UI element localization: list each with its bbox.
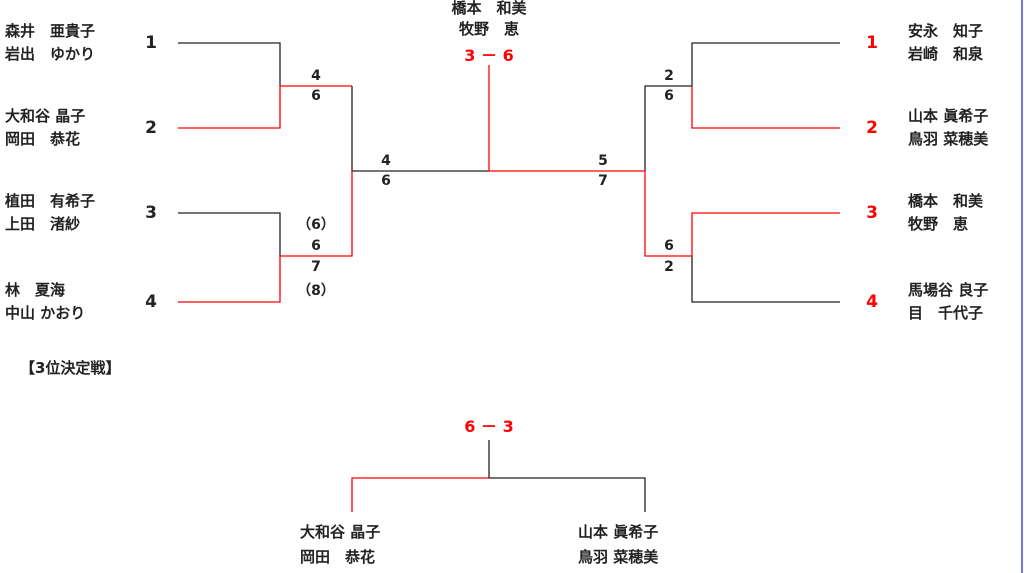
- player-name: 鳥羽 菜穂美: [578, 548, 659, 566]
- left-entry-1: 森井 亜貴子岩出 ゆかり: [5, 20, 95, 66]
- player-name: 植田 有希子: [5, 192, 96, 210]
- left-entry-3: 植田 有希子上田 渚紗: [5, 190, 95, 236]
- player-name: 鳥羽 菜穂美: [908, 130, 989, 148]
- seed-number: 1: [145, 33, 157, 53]
- score: 6: [311, 238, 321, 254]
- seed-number: 2: [145, 118, 157, 138]
- score: 7: [598, 173, 608, 189]
- right-entry-2: 山本 眞希子鳥羽 菜穂美: [908, 105, 988, 151]
- player-name: 岩出 ゆかり: [5, 45, 96, 63]
- player-name: 山本 眞希子: [578, 523, 659, 541]
- player-name: 岡田 恭花: [300, 548, 376, 566]
- right-entry-3: 橋本 和美牧野 恵: [908, 190, 983, 236]
- champion: 橋本 和美牧野 恵: [451, 0, 526, 40]
- seed-number: 4: [866, 292, 878, 312]
- player-name: 岡田 恭花: [5, 130, 81, 148]
- score: 2: [664, 259, 674, 275]
- score: 7: [311, 259, 321, 275]
- score: 2: [664, 68, 674, 84]
- final-score: 3 － 6: [464, 46, 514, 65]
- player-name: 橋本 和美: [908, 192, 984, 210]
- player-name: 上田 渚紗: [5, 215, 81, 233]
- left-entry-4: 林 夏海中山 かおり: [5, 279, 85, 325]
- score: 6: [381, 173, 391, 189]
- player-name: 中山 かおり: [5, 304, 86, 322]
- seed-number: 3: [145, 203, 157, 223]
- tiebreak-score: （6）: [297, 217, 335, 233]
- player-name: 安永 知子: [908, 22, 984, 40]
- left-entry-2: 大和谷 晶子岡田 恭花: [5, 105, 85, 151]
- player-name: 牧野 恵: [458, 20, 520, 38]
- score: 6: [664, 88, 674, 104]
- player-name: 大和谷 晶子: [5, 107, 86, 125]
- tiebreak-score: （8）: [297, 283, 335, 299]
- third-place-right: 山本 眞希子鳥羽 菜穂美: [578, 520, 658, 570]
- seed-number: 4: [145, 292, 157, 312]
- third-place-score: 6 － 3: [464, 417, 514, 436]
- right-entry-1: 安永 知子岩崎 和泉: [908, 20, 983, 66]
- score: 5: [598, 153, 608, 169]
- seed-number: 2: [866, 118, 878, 138]
- player-name: 牧野 恵: [908, 215, 969, 233]
- score: 6: [311, 88, 321, 104]
- player-name: 馬場谷 良子: [908, 281, 989, 299]
- score: 4: [311, 68, 321, 84]
- score: 6: [664, 238, 674, 254]
- player-name: 岩崎 和泉: [908, 45, 984, 63]
- third-place-left: 大和谷 晶子岡田 恭花: [300, 520, 380, 570]
- player-name: 橋本 和美: [451, 0, 527, 17]
- player-name: 林 夏海: [5, 281, 66, 299]
- score: 4: [381, 153, 391, 169]
- seed-number: 3: [866, 203, 878, 223]
- seed-number: 1: [866, 33, 878, 53]
- player-name: 森井 亜貴子: [5, 22, 96, 40]
- player-name: 山本 眞希子: [908, 107, 989, 125]
- player-name: 目 千代子: [908, 304, 984, 322]
- third-place-title: 【3位決定戦】: [20, 359, 121, 377]
- right-entry-4: 馬場谷 良子目 千代子: [908, 279, 988, 325]
- player-name: 大和谷 晶子: [300, 523, 381, 541]
